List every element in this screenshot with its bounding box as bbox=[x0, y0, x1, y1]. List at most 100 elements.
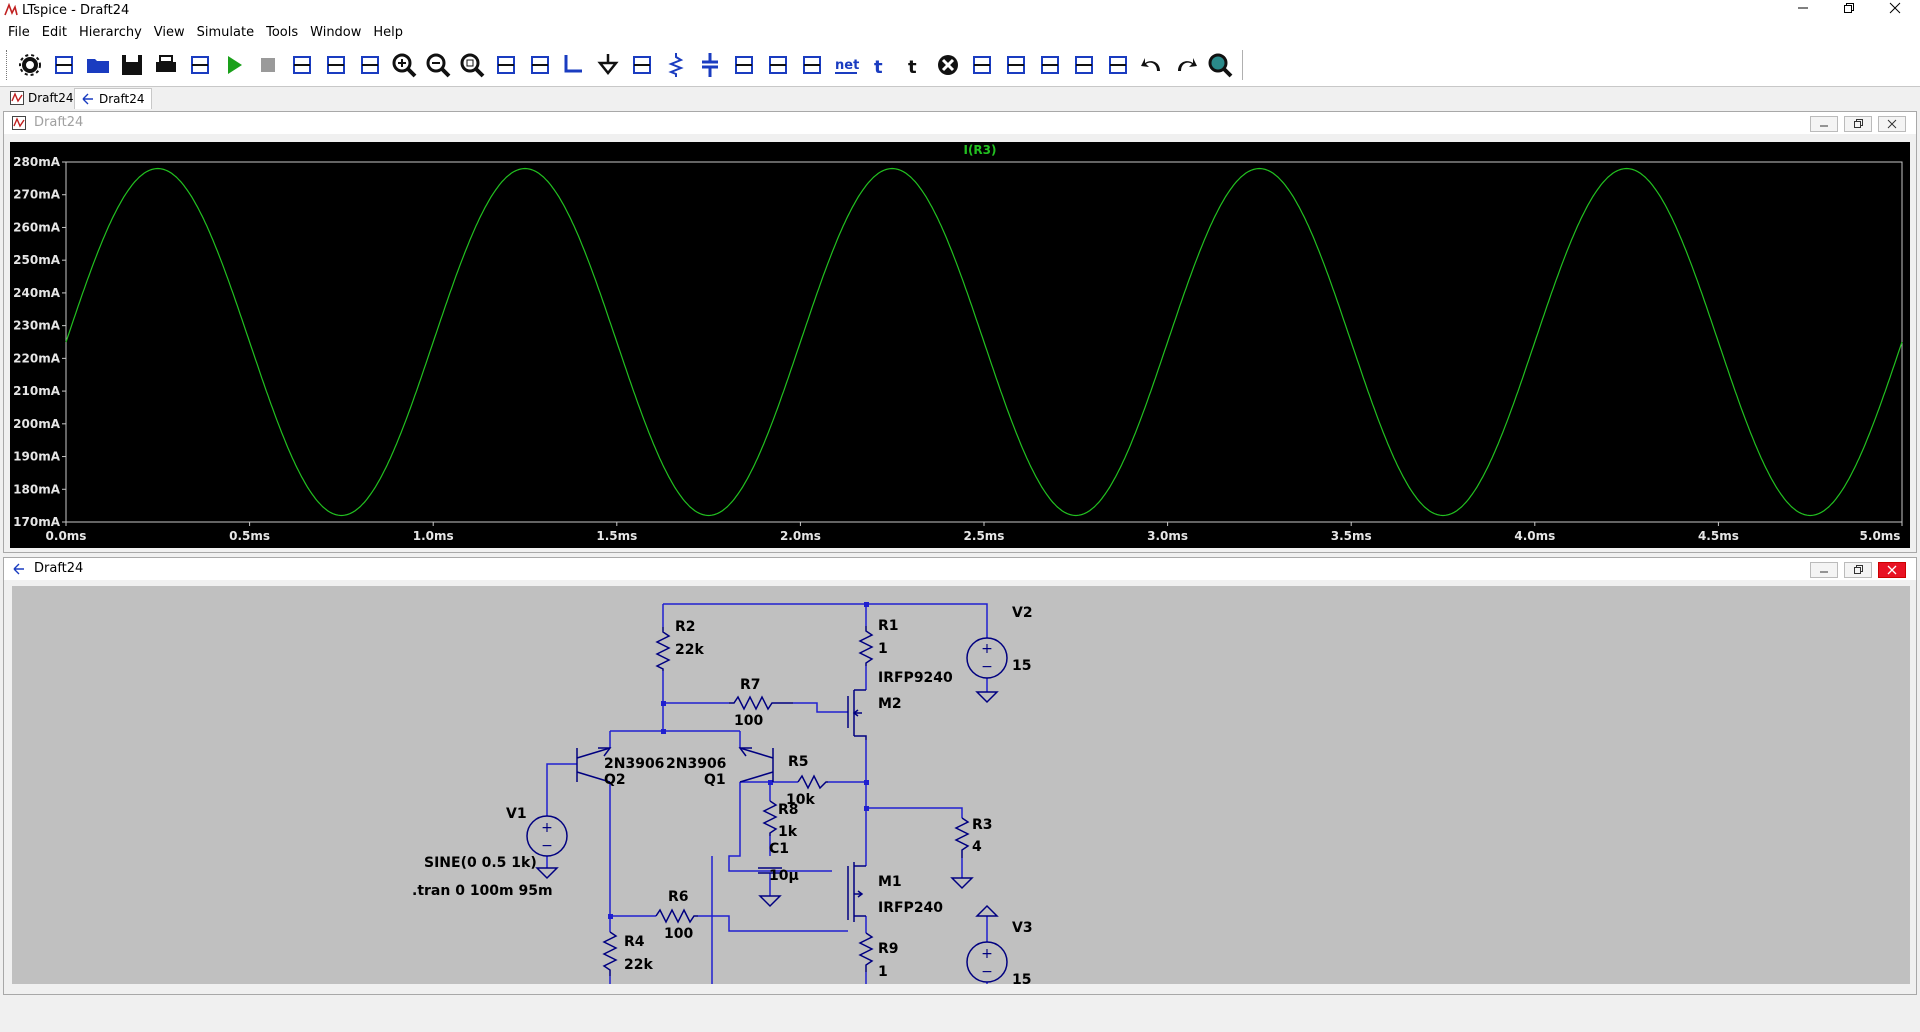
label-r8[interactable]: R8 bbox=[778, 802, 799, 818]
value-r2[interactable]: 22k bbox=[675, 642, 704, 658]
voltage-source-v3[interactable]: +− bbox=[966, 941, 1008, 983]
toolbar-save-button[interactable] bbox=[118, 51, 146, 79]
toolbar-open-button[interactable] bbox=[84, 51, 112, 79]
toolbar-label-net-button[interactable] bbox=[628, 51, 656, 79]
value-v1[interactable]: SINE(0 0.5 1k) bbox=[424, 855, 537, 871]
value-r6[interactable]: 100 bbox=[664, 926, 693, 942]
label-r1[interactable]: R1 bbox=[878, 618, 899, 634]
label-r7[interactable]: R7 bbox=[740, 677, 761, 693]
toolbar-run-button[interactable] bbox=[220, 51, 248, 79]
tab-waveform[interactable]: Draft24 bbox=[4, 88, 80, 108]
toolbar-mirror-button[interactable] bbox=[1070, 51, 1098, 79]
tab-schematic[interactable]: Draft24 bbox=[74, 88, 152, 109]
toolbar-inductor-button[interactable] bbox=[730, 51, 758, 79]
value-v3[interactable]: 15 bbox=[1012, 972, 1031, 988]
waveform-close-button[interactable] bbox=[1878, 116, 1906, 132]
close-button[interactable] bbox=[1872, 0, 1918, 22]
voltage-source-v1[interactable]: +− bbox=[526, 815, 568, 857]
label-c1[interactable]: C1 bbox=[769, 841, 789, 857]
resistor-r7[interactable] bbox=[729, 695, 793, 711]
toolbar-gear-button[interactable] bbox=[16, 51, 44, 79]
toolbar-rotate-button[interactable] bbox=[1036, 51, 1064, 79]
value-c1[interactable]: 10µ bbox=[769, 868, 799, 884]
value-r7[interactable]: 100 bbox=[734, 713, 763, 729]
value-r9[interactable]: 1 bbox=[878, 964, 888, 980]
label-r4[interactable]: R4 bbox=[624, 934, 645, 950]
toolbar-find-button[interactable] bbox=[1206, 51, 1234, 79]
capacitor-c1[interactable] bbox=[758, 867, 782, 874]
minimize-button[interactable] bbox=[1780, 0, 1826, 22]
label-q1[interactable]: Q1 bbox=[704, 772, 726, 788]
menu-file[interactable]: File bbox=[8, 25, 30, 40]
toolbar-move-button[interactable] bbox=[968, 51, 996, 79]
value-r4[interactable]: 22k bbox=[624, 957, 653, 973]
waveform-restore-button[interactable] bbox=[1844, 116, 1872, 132]
toolbar-component-button[interactable] bbox=[798, 51, 826, 79]
mosfet-m1[interactable] bbox=[847, 862, 866, 922]
wires[interactable] bbox=[546, 603, 1012, 987]
menu-view[interactable]: View bbox=[153, 25, 185, 40]
toolbar-undo-button[interactable] bbox=[1138, 51, 1166, 79]
schematic-canvas[interactable]: +− +− +− R2 2 bbox=[12, 586, 1910, 989]
ground-r3[interactable] bbox=[950, 877, 974, 890]
restore-button[interactable] bbox=[1826, 0, 1872, 22]
toolbar-zoom-fit-button[interactable] bbox=[458, 51, 486, 79]
bjt-q1[interactable] bbox=[738, 747, 774, 783]
toolbar-zoom-out-button[interactable] bbox=[424, 51, 452, 79]
label-r6[interactable]: R6 bbox=[668, 889, 689, 905]
label-m1[interactable]: M1 bbox=[878, 874, 902, 890]
value-r8[interactable]: 1k bbox=[778, 824, 798, 840]
toolbar-redo-button[interactable] bbox=[1172, 51, 1200, 79]
components[interactable]: +− +− +− bbox=[526, 626, 1008, 983]
resistor-r3[interactable] bbox=[954, 817, 970, 858]
bjt-q2[interactable] bbox=[576, 747, 612, 783]
label-q2-type[interactable]: 2N3906 bbox=[604, 756, 664, 772]
label-v2[interactable]: V2 bbox=[1012, 605, 1033, 621]
resistor-r6[interactable] bbox=[655, 908, 698, 924]
ground-v2[interactable] bbox=[975, 691, 999, 704]
toolbar-diode-button[interactable] bbox=[764, 51, 792, 79]
toolbar-tile-horizontal-button[interactable] bbox=[322, 51, 350, 79]
menu-tools[interactable]: Tools bbox=[266, 25, 299, 40]
resistor-r4[interactable] bbox=[602, 931, 618, 976]
toolbar-spice-directive-button[interactable]: t bbox=[900, 51, 928, 79]
toolbar-halt-button[interactable] bbox=[254, 51, 282, 79]
schematic-restore-button[interactable] bbox=[1844, 562, 1872, 578]
toolbar-tile-vertical-button[interactable] bbox=[288, 51, 316, 79]
label-q2[interactable]: Q2 bbox=[604, 772, 626, 788]
waveform-minimize-button[interactable] bbox=[1810, 116, 1838, 132]
schematic-close-button[interactable] bbox=[1878, 562, 1906, 578]
resistor-r2[interactable] bbox=[655, 627, 671, 671]
menu-simulate[interactable]: Simulate bbox=[196, 25, 255, 40]
label-r9[interactable]: R9 bbox=[878, 941, 899, 957]
toolbar-pan-button[interactable] bbox=[492, 51, 520, 79]
toolbar-netlist-button[interactable] bbox=[186, 51, 214, 79]
trace-i-r3[interactable] bbox=[65, 167, 1903, 517]
toolbar-zoom-in-button[interactable] bbox=[390, 51, 418, 79]
value-r3[interactable]: 4 bbox=[972, 839, 982, 855]
toolbar-waveform-button[interactable] bbox=[526, 51, 554, 79]
toolbar-text-button[interactable]: t bbox=[866, 51, 894, 79]
mosfet-m2[interactable] bbox=[847, 689, 867, 740]
ground-c1[interactable] bbox=[758, 895, 782, 908]
toolbar-drag-button[interactable] bbox=[1002, 51, 1030, 79]
toolbar-net-name-button[interactable]: net bbox=[832, 51, 860, 79]
toolbar-grip[interactable] bbox=[6, 50, 10, 80]
ground-v1[interactable] bbox=[535, 867, 559, 880]
resistor-r5[interactable] bbox=[797, 774, 828, 790]
spice-directive[interactable]: .tran 0 100m 95m bbox=[412, 883, 553, 899]
label-m1-type[interactable]: IRFP240 bbox=[878, 900, 943, 916]
toolbar-resistor-button[interactable] bbox=[662, 51, 690, 79]
resistor-r8[interactable] bbox=[762, 800, 778, 836]
value-r5[interactable]: 10k bbox=[786, 792, 815, 808]
schematic-drawing[interactable]: +− +− +− R2 2 bbox=[12, 586, 1910, 989]
value-v2[interactable]: 15 bbox=[1012, 658, 1031, 674]
value-r1[interactable]: 1 bbox=[878, 641, 888, 657]
toolbar-capacitor-button[interactable] bbox=[696, 51, 724, 79]
toolbar-print-button[interactable] bbox=[152, 51, 180, 79]
label-m2[interactable]: M2 bbox=[878, 696, 902, 712]
toolbar-cascade-button[interactable] bbox=[356, 51, 384, 79]
menu-hierarchy[interactable]: Hierarchy bbox=[78, 25, 142, 40]
toolbar-add-component-button[interactable] bbox=[50, 51, 78, 79]
voltage-source-v2[interactable]: +− bbox=[966, 637, 1008, 679]
